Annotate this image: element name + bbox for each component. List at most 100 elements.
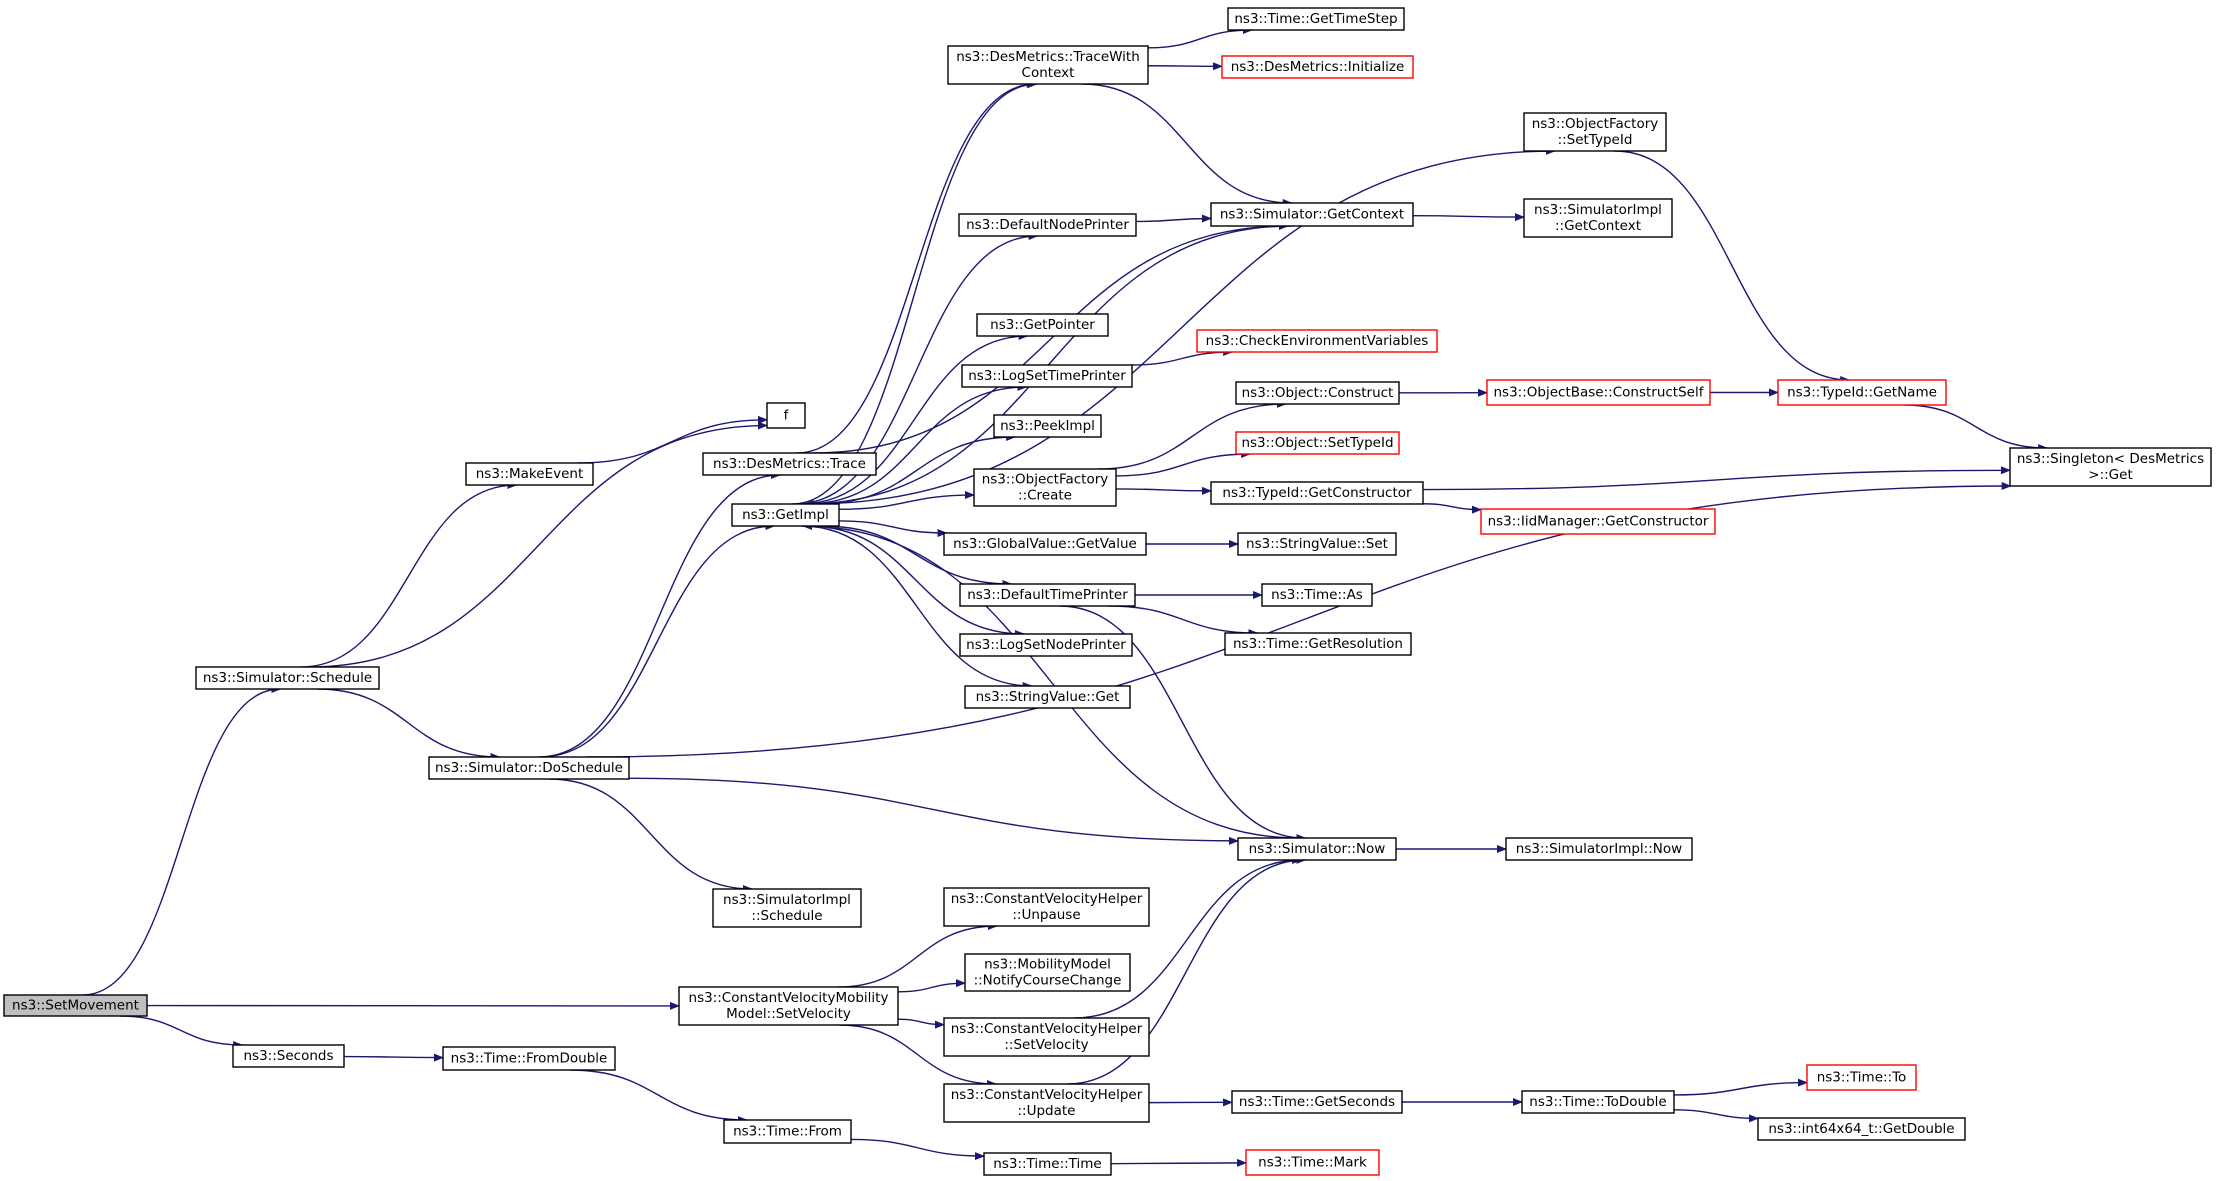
node-objfactorycreate[interactable]: ns3::ObjectFactory::Create <box>973 468 1117 507</box>
node-gettimestep[interactable]: ns3::Time::GetTimeStep <box>1227 7 1405 31</box>
node-singletonget[interactable]: ns3::Singleton< DesMetrics >::Get <box>2009 447 2212 487</box>
node-label: ns3::MobilityModel <box>984 957 1111 973</box>
node-logsetnodeprinter[interactable]: ns3::LogSetNodePrinter <box>959 633 1133 657</box>
edge-cvmsetvelocity-to-cvhsetvelocity <box>897 1018 945 1029</box>
node-timetodouble[interactable]: ns3::Time::ToDouble <box>1521 1090 1675 1114</box>
node-getpointer[interactable]: ns3::GetPointer <box>976 313 1109 337</box>
node-typeidgetconstructor[interactable]: ns3::TypeId::GetConstructor <box>1210 481 1424 505</box>
node-stringvalueget[interactable]: ns3::StringValue::Get <box>964 685 1131 709</box>
node-box <box>1261 583 1373 607</box>
node-timemark[interactable]: ns3::Time::Mark <box>1245 1149 1380 1176</box>
node-label: ::Schedule <box>751 908 822 924</box>
edge-simnow-to-getimpl <box>802 522 1300 839</box>
node-simimplnow[interactable]: ns3::SimulatorImpl::Now <box>1505 837 1693 861</box>
node-peekimpl[interactable]: ns3::PeekImpl <box>993 414 1102 438</box>
node-box <box>1505 837 1693 861</box>
edge-getimpl-to-stringvalueget <box>801 525 1033 690</box>
node-box <box>964 685 1131 709</box>
node-cvhsetvelocity[interactable]: ns3::ConstantVelocityHelper::SetVelocity <box>943 1017 1150 1057</box>
node-globalvaluegetvalue[interactable]: ns3::GlobalValue::GetValue <box>943 532 1147 556</box>
node-label: Model::SetVelocity <box>726 1006 851 1022</box>
node-label: ::SetTypeId <box>1558 132 1633 148</box>
node-box <box>943 532 1147 556</box>
node-label: ::Update <box>1018 1103 1076 1119</box>
edge-objfactorysettypeid-to-typeidgetname <box>1614 150 1851 384</box>
node-cvmsetvelocity[interactable]: ns3::ConstantVelocityMobilityModel::SetV… <box>678 986 899 1026</box>
node-label: ns3::SimulatorImpl::Now <box>1516 841 1682 857</box>
node-label: ::GetContext <box>1555 218 1641 234</box>
node-desinitialize[interactable]: ns3::DesMetrics::Initialize <box>1221 55 1414 79</box>
edge-fromdouble-to-timefrom <box>569 1069 748 1124</box>
node-label: ns3::StringValue::Set <box>1246 536 1388 552</box>
edge-objfactorycreate-to-objectsettypeid <box>1115 450 1252 477</box>
node-stringvalueset[interactable]: ns3::StringValue::Set <box>1237 532 1397 556</box>
node-makeevent[interactable]: ns3::MakeEvent <box>465 462 594 486</box>
node-label: ns3::SetMovement <box>12 998 139 1014</box>
node-box <box>1196 329 1438 353</box>
edge-setmovement-to-seconds <box>119 1015 244 1049</box>
node-box <box>702 452 877 476</box>
node-constructself[interactable]: ns3::ObjectBase::ConstructSelf <box>1486 379 1711 406</box>
node-objfactorysettypeid[interactable]: ns3::ObjectFactory::SetTypeId <box>1523 112 1667 152</box>
edge-timetodouble-to-timeto <box>1673 1078 1808 1096</box>
node-typeidgetname[interactable]: ns3::TypeId::GetName <box>1777 379 1947 406</box>
node-fromdouble[interactable]: ns3::Time::FromDouble <box>442 1046 616 1071</box>
node-getimpl[interactable]: ns3::GetImpl <box>731 503 840 527</box>
node-destrace[interactable]: ns3::DesMetrics::Trace <box>702 452 877 476</box>
edge-typeidgetconstructor-to-singletonget <box>1422 466 2011 491</box>
node-simimplschedule[interactable]: ns3::SimulatorImpl::Schedule <box>712 888 862 928</box>
node-box <box>3 994 148 1017</box>
node-timetime[interactable]: ns3::Time::Time <box>983 1152 1112 1176</box>
node-timeas[interactable]: ns3::Time::As <box>1261 583 1373 607</box>
node-label: ns3::LogSetTimePrinter <box>968 368 1126 384</box>
node-simnow[interactable]: ns3::Simulator::Now <box>1237 837 1397 861</box>
node-box <box>465 462 594 486</box>
edge-schedule-to-makeevent <box>300 481 518 668</box>
edge-schedule-to-f <box>308 421 768 668</box>
node-label: ns3::Singleton< DesMetrics <box>2017 451 2204 467</box>
node-label: ns3::StringValue::Get <box>976 689 1120 705</box>
node-label: ns3::ConstantVelocityHelper <box>951 1021 1143 1037</box>
node-logsettimeprinter[interactable]: ns3::LogSetTimePrinter <box>961 364 1133 388</box>
node-defaultnodeprinter[interactable]: ns3::DefaultNodePrinter <box>958 213 1137 237</box>
node-cvhupdate[interactable]: ns3::ConstantVelocityHelper::Update <box>943 1083 1150 1123</box>
node-cvhunpause[interactable]: ns3::ConstantVelocityHelper::Unpause <box>943 887 1150 927</box>
node-box <box>1777 379 1947 406</box>
node-schedule[interactable]: ns3::Simulator::Schedule <box>195 666 380 690</box>
node-simgetcontext[interactable]: ns3::Simulator::GetContext <box>1210 202 1414 227</box>
node-checkenv[interactable]: ns3::CheckEnvironmentVariables <box>1196 329 1438 353</box>
node-label: ns3::Time::Mark <box>1258 1155 1367 1171</box>
node-setmovement[interactable]: ns3::SetMovement <box>3 994 148 1017</box>
edge-timefrom-to-timetime <box>850 1138 985 1161</box>
node-timeto[interactable]: ns3::Time::To <box>1806 1064 1917 1091</box>
node-f[interactable]: f <box>766 402 806 429</box>
node-seconds[interactable]: ns3::Seconds <box>232 1044 345 1068</box>
node-objectsettypeid[interactable]: ns3::Object::SetTypeId <box>1235 431 1400 455</box>
node-simimplgetcontext[interactable]: ns3::SimulatorImpl::GetContext <box>1523 198 1673 238</box>
node-timefrom[interactable]: ns3::Time::From <box>723 1119 852 1144</box>
edge-cvmsetvelocity-to-cvhupdate <box>839 1024 997 1088</box>
node-box <box>959 583 1136 607</box>
node-label: ns3::ObjectBase::ConstructSelf <box>1494 385 1705 401</box>
node-iidmanagergetconstructor[interactable]: ns3::IidManager::GetConstructor <box>1480 508 1716 535</box>
edge-getimpl-to-globalvaluegetvalue <box>838 520 948 537</box>
edge-objfactorycreate-to-typeidgetconstructor <box>1115 486 1212 495</box>
node-timegetresolution[interactable]: ns3::Time::GetResolution <box>1224 632 1412 656</box>
edge-doschedule-to-destrace <box>538 471 782 758</box>
node-box <box>943 887 1150 927</box>
node-defaulttimeprinter[interactable]: ns3::DefaultTimePrinter <box>959 583 1136 607</box>
node-timegetseconds[interactable]: ns3::Time::GetSeconds <box>1231 1090 1403 1114</box>
edge-getimpl-to-objfactorycreate <box>838 491 975 511</box>
node-label: ns3::ObjectFactory <box>1532 116 1659 132</box>
node-notifycoursechange[interactable]: ns3::MobilityModel::NotifyCourseChange <box>964 953 1131 992</box>
node-label: ns3::TypeId::GetConstructor <box>1222 485 1412 501</box>
node-int64getdouble[interactable]: ns3::int64x64_t::GetDouble <box>1757 1117 1966 1141</box>
edge-getimpl-to-tracewithcontext <box>791 80 1038 505</box>
node-label: ns3::DesMetrics::Initialize <box>1231 59 1405 75</box>
node-box <box>195 666 380 690</box>
node-label: ns3::IidManager::GetConstructor <box>1488 514 1709 530</box>
node-doschedule[interactable]: ns3::Simulator::DoSchedule <box>428 756 630 780</box>
node-label: ns3::TypeId::GetName <box>1787 385 1937 401</box>
node-objectconstruct[interactable]: ns3::Object::Construct <box>1235 381 1400 405</box>
